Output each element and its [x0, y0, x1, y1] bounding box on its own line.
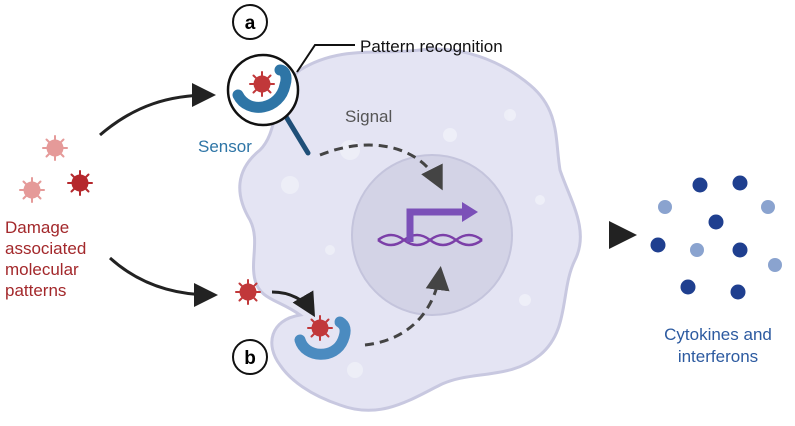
signal-label: Signal — [345, 107, 392, 126]
virus-icon — [307, 315, 333, 341]
damage-line: Damage — [5, 218, 69, 237]
damage-label: Damage associated molecular patterns — [5, 218, 86, 300]
cytokines — [650, 175, 782, 300]
cytokines-label: Cytokines and — [664, 325, 772, 344]
leader-line — [296, 44, 355, 73]
signal-arrow — [319, 143, 443, 191]
dna-icon — [377, 233, 483, 247]
input-arrow-b — [108, 256, 218, 307]
damage-line: patterns — [5, 281, 66, 300]
input-arrow-a — [99, 83, 216, 137]
receptor-b-icon — [294, 316, 351, 360]
nucleus — [351, 154, 513, 316]
sensor-receptor-icon — [232, 64, 292, 113]
transcription-arrow-icon — [406, 208, 465, 242]
damage-line: molecular — [5, 260, 79, 279]
damage-line: associated — [5, 239, 86, 258]
virus-icon — [249, 71, 275, 97]
label-b-circle — [232, 339, 268, 375]
pattern-recognition-label: Pattern recognition — [360, 37, 503, 56]
virus-icon — [67, 170, 93, 196]
sensor-label: Sensor — [198, 137, 252, 156]
label-b: b — [244, 348, 256, 369]
cytokines-label-2: interferons — [678, 347, 758, 366]
input-arrow-b2 — [271, 290, 316, 318]
label-a: a — [245, 13, 256, 34]
virus-icon — [42, 135, 68, 161]
virus-icon — [19, 177, 45, 203]
label-a-circle — [232, 4, 268, 40]
sensor-stalk — [282, 112, 311, 156]
virus-icon — [235, 279, 261, 305]
